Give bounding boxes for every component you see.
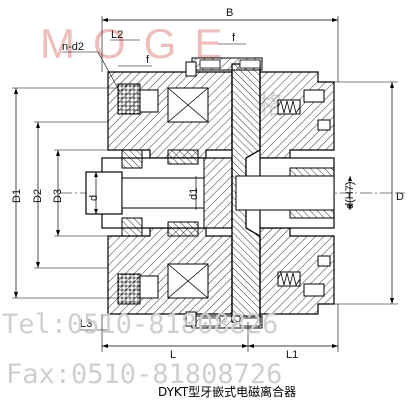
dim-D2-label: D2	[32, 189, 44, 203]
dim-L-label: L	[170, 349, 176, 361]
output-hub-lower	[259, 227, 335, 315]
diagram-caption: DYKT型牙嵌式电磁离合器	[158, 384, 296, 399]
output-hub-upper	[259, 71, 335, 159]
watermark-fax: Fax:0510-81808726	[6, 359, 282, 390]
dim-n-d2-label: n-d2	[62, 41, 84, 53]
dim-L2-label: L2	[111, 29, 123, 41]
dim-L3-label: L3	[80, 318, 92, 330]
dim-dH7-label: d(H7)	[344, 181, 356, 209]
dim-f-label-left: f	[146, 54, 150, 66]
watermark-tel: Tel:0510-81808826	[2, 309, 278, 340]
brush-upper	[117, 83, 141, 115]
dim-D3-label: D3	[52, 189, 64, 203]
dim-B-label: B	[226, 7, 233, 19]
dim-D-label: D	[396, 191, 404, 203]
input-shaft	[85, 171, 123, 215]
dim-d1-label: d1	[188, 188, 200, 200]
dim-d-label: d	[88, 195, 100, 201]
dim-L1-label: L1	[286, 349, 298, 361]
dim-f-label-top: f	[232, 32, 236, 44]
dim-D1-label: D1	[11, 189, 23, 203]
brush-lower	[117, 273, 141, 305]
